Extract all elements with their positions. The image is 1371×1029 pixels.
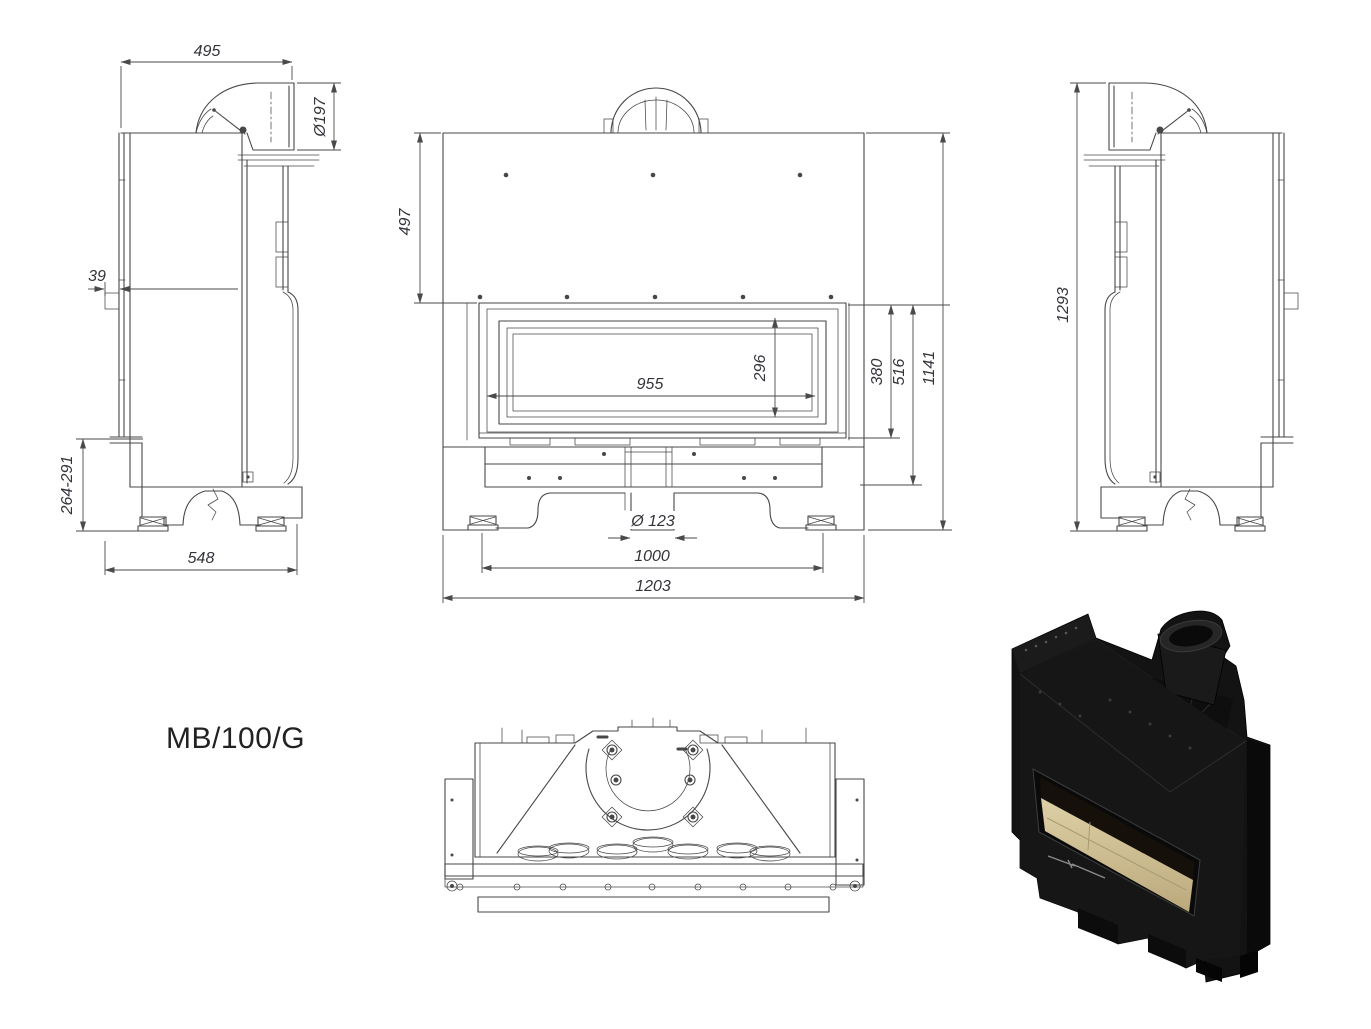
render-left-panel bbox=[1012, 615, 1096, 673]
dim-label-1203: 1203 bbox=[635, 578, 671, 595]
dim-label-380: 380 bbox=[869, 359, 886, 386]
bolt-markers bbox=[601, 739, 704, 828]
dim-label-516: 516 bbox=[891, 359, 908, 386]
vent-ovals bbox=[517, 836, 791, 862]
dim-label-495: 495 bbox=[194, 43, 221, 60]
dim-label-264-291: 264-291 bbox=[59, 456, 76, 516]
dim-base-width: 1000 bbox=[481, 533, 824, 573]
dim-total-height-right: 1293 bbox=[1055, 82, 1118, 532]
render-feet bbox=[1196, 950, 1258, 982]
dim-flue-diameter: Ø197 bbox=[297, 82, 341, 151]
dim-glass-height: 296 bbox=[752, 317, 778, 418]
dim-label-123: Ø 123 bbox=[630, 513, 675, 530]
render-right-panel bbox=[1247, 739, 1270, 955]
dim-label-1000: 1000 bbox=[634, 548, 670, 565]
deck-screws bbox=[1038, 690, 1192, 750]
render-3d bbox=[1011, 610, 1271, 983]
screw-row bbox=[446, 880, 861, 892]
left-side-view: 495 Ø197 39 264-291 548 bbox=[59, 43, 341, 575]
dim-total-width: 1203 bbox=[442, 535, 865, 603]
dim-ash-opening: Ø 123 bbox=[608, 511, 697, 541]
dim-total-height: 1141 bbox=[866, 132, 952, 531]
dim-door-height: 380 bbox=[848, 304, 950, 439]
side-view-geometry bbox=[104, 82, 320, 532]
dim-front-height: 516 bbox=[860, 304, 922, 486]
top-view bbox=[444, 717, 865, 913]
model-label: MB/100/G bbox=[166, 722, 305, 755]
dim-label-497: 497 bbox=[397, 208, 414, 236]
dim-hood-height: 497 bbox=[397, 132, 477, 304]
render-glass-top bbox=[1040, 777, 1194, 880]
dim-label-296: 296 bbox=[752, 355, 769, 383]
panel-holes bbox=[1024, 626, 1078, 652]
dim-plinth-height: 264-291 bbox=[59, 438, 143, 532]
dim-label-955: 955 bbox=[637, 376, 664, 393]
render-glass-interior bbox=[1041, 798, 1193, 912]
dim-label-39: 39 bbox=[88, 268, 106, 285]
render-door-handle bbox=[1047, 855, 1106, 879]
right-side-view: 1293 bbox=[1055, 82, 1299, 532]
dim-label-197: Ø197 bbox=[312, 96, 329, 137]
front-view: 497 955 296 380 516 1141 Ø 123 bbox=[397, 87, 952, 603]
dim-depth: 548 bbox=[104, 524, 298, 575]
dim-top-width: 495 bbox=[120, 43, 293, 128]
dim-rear-offset: 39 bbox=[88, 268, 238, 296]
dim-label-1293: 1293 bbox=[1055, 287, 1072, 323]
dim-label-1141: 1141 bbox=[921, 351, 938, 385]
dim-label-548: 548 bbox=[188, 550, 215, 567]
dim-glass-width: 955 bbox=[486, 376, 816, 399]
